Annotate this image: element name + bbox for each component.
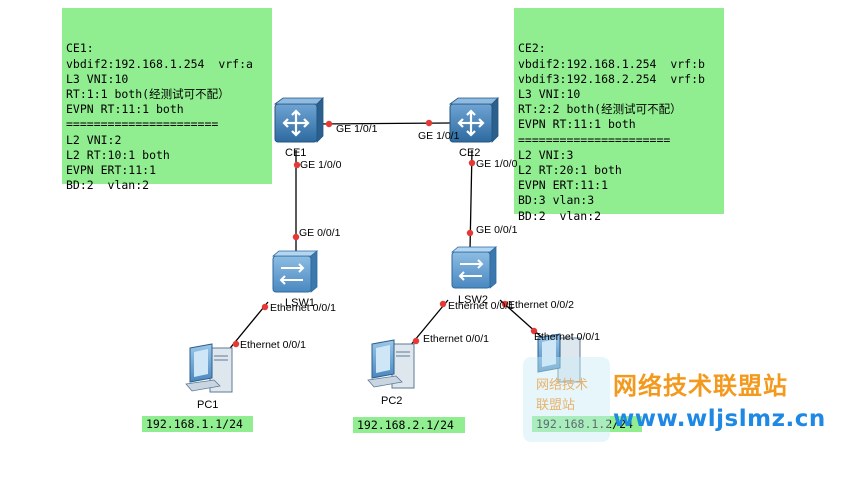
lsw1-switch-icon[interactable] [271,250,319,293]
ce1-config-line: RT:1:1 both(经测试可不配） [66,87,230,102]
ce1-label: CE1 [285,147,307,159]
ce2-config-line: CE2: [518,41,546,56]
port-dot [530,327,538,335]
port-label-ce1-ge101: GE 1/0/1 [336,123,378,135]
port-dots [232,119,538,348]
port-dot [261,303,269,311]
ce1-config-line: L2 RT:10:1 both [66,147,170,162]
ce1-config-line: vbdif2:192.168.1.254 vrf:a [66,56,253,71]
port-dot [501,300,509,308]
port-dot [292,233,300,241]
pc1-label: PC1 [197,399,219,411]
watermark-logo [523,357,610,442]
port-dot [232,340,240,348]
ce1-config-line: L3 VNI:10 [66,71,129,86]
pc2-label: PC2 [381,395,403,407]
ce2-label: CE2 [459,147,481,159]
port-label-lsw2-eth002: Ethernet 0/0/2 [508,299,574,311]
ce2-config-line: L2 RT:20:1 both [518,163,622,178]
watermark-logo-text: 网络技术 联盟站 [536,378,589,413]
pc3-pc-icon[interactable] [537,333,581,383]
ce1-config-line: EVPN RT:11:1 both [66,102,184,117]
ce1-config-line: L2 VNI:2 [66,132,122,147]
ce2-config-line: BD:3 vlan:3 [518,193,595,208]
watermark-url: www.wljslmz.cn [613,406,826,432]
ce2-config-line: BD:2 vlan:2 [518,208,602,223]
pc1-ip-label: 192.168.1.1/24 [142,416,253,432]
ce2-config-line: L2 VNI:3 [518,147,574,162]
watermark-site-name: 网络技术联盟站 [613,372,788,400]
ce2-config-line: EVPN RT:11:1 both [518,117,636,132]
link-lsw2-pc3 [499,299,548,343]
port-label-pc3-eth001: Ethernet 0/0/1 [534,331,600,343]
ce2-router-icon[interactable] [448,97,499,143]
ce2-config-line: ====================== [518,132,671,147]
ce2-config-line: RT:2:2 both(经测试可不配） [518,102,682,117]
pc1-pc-icon[interactable] [185,343,233,393]
port-dot [293,161,301,169]
lsw2-label: LSW2 [458,294,488,306]
ce1-config-line: EVPN ERT:11:1 [66,163,157,178]
ce2-config-line: vbdif2:192.168.1.254 vrf:b [518,56,705,71]
port-label-lsw2-eth001: Ethernet 0/0/1 [448,300,514,312]
ce2-config-line: L3 VNI:10 [518,87,581,102]
ce2-config-line: vbdif3:192.168.2.254 vrf:b [518,71,705,86]
port-label-lsw1-eth001: Ethernet 0/0/1 [270,302,336,314]
port-label-ce2-ge100: GE 1/0/0 [476,158,518,170]
port-dot [439,300,447,308]
lsw2-switch-icon[interactable] [450,246,498,289]
port-dot [412,337,420,345]
ce1-config-line: BD:2 vlan:2 [66,178,150,193]
pc2-pc-icon[interactable] [367,339,415,389]
pc3-ip-label: 192.168.1.2/24 [532,416,642,432]
port-dot [466,229,474,237]
pc2-ip-label: 192.168.2.1/24 [353,417,465,433]
port-label-lsw2-ge001: GE 0/0/1 [476,224,518,236]
port-dot [325,120,333,128]
port-dot [468,159,476,167]
port-label-lsw1-ge001: GE 0/0/1 [299,227,341,239]
link-lsw2-pc2 [404,299,449,353]
ce2-config-line: EVPN ERT:11:1 [518,178,609,193]
port-dot [425,119,433,127]
ce1-config-line: ====================== [66,117,219,132]
port-label-pc1-eth001: Ethernet 0/0/1 [240,339,306,351]
lsw1-label: LSW1 [285,297,315,309]
port-label-pc2-eth001: Ethernet 0/0/1 [423,333,489,345]
port-label-ce2-ge101: GE 1/0/1 [418,130,460,142]
ce1-router-icon[interactable] [273,97,324,143]
port-label-ce1-ge100: GE 1/0/0 [300,159,342,171]
ce1-config-line: CE1: [66,41,94,56]
